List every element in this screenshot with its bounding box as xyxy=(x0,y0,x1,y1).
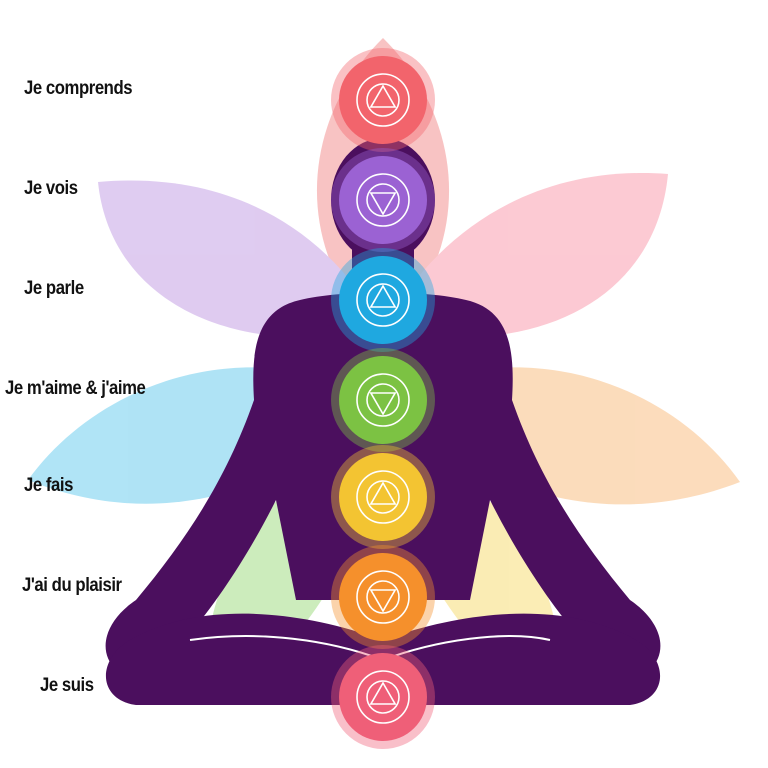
chakra-symbol-icon xyxy=(356,173,410,227)
chakra-label-root: Je suis xyxy=(40,675,94,696)
chakra-symbol-icon xyxy=(356,470,410,524)
chakra-label-sacral: J'ai du plaisir xyxy=(22,575,122,596)
chakra-third-eye xyxy=(331,148,435,252)
chakra-symbol-icon xyxy=(356,570,410,624)
chakra-label-throat: Je parle xyxy=(24,278,84,299)
chakra-sacral xyxy=(331,545,435,649)
chakra-label-crown: Je comprends xyxy=(24,78,133,99)
chakra-solar-plexus xyxy=(331,445,435,549)
chakra-heart xyxy=(331,348,435,452)
chakra-label-solar-plexus: Je fais xyxy=(24,475,73,496)
petal-upper-right xyxy=(383,173,668,338)
chakra-symbol-icon xyxy=(356,73,410,127)
chakra-label-third-eye: Je vois xyxy=(24,178,78,199)
chakra-symbol-icon xyxy=(356,373,410,427)
chakra-crown xyxy=(331,48,435,152)
chakra-throat xyxy=(331,248,435,352)
chakra-label-heart: Je m'aime & j'aime xyxy=(5,378,146,399)
chakra-symbol-icon xyxy=(356,670,410,724)
chakra-symbol-icon xyxy=(356,273,410,327)
chakra-root xyxy=(331,645,435,749)
